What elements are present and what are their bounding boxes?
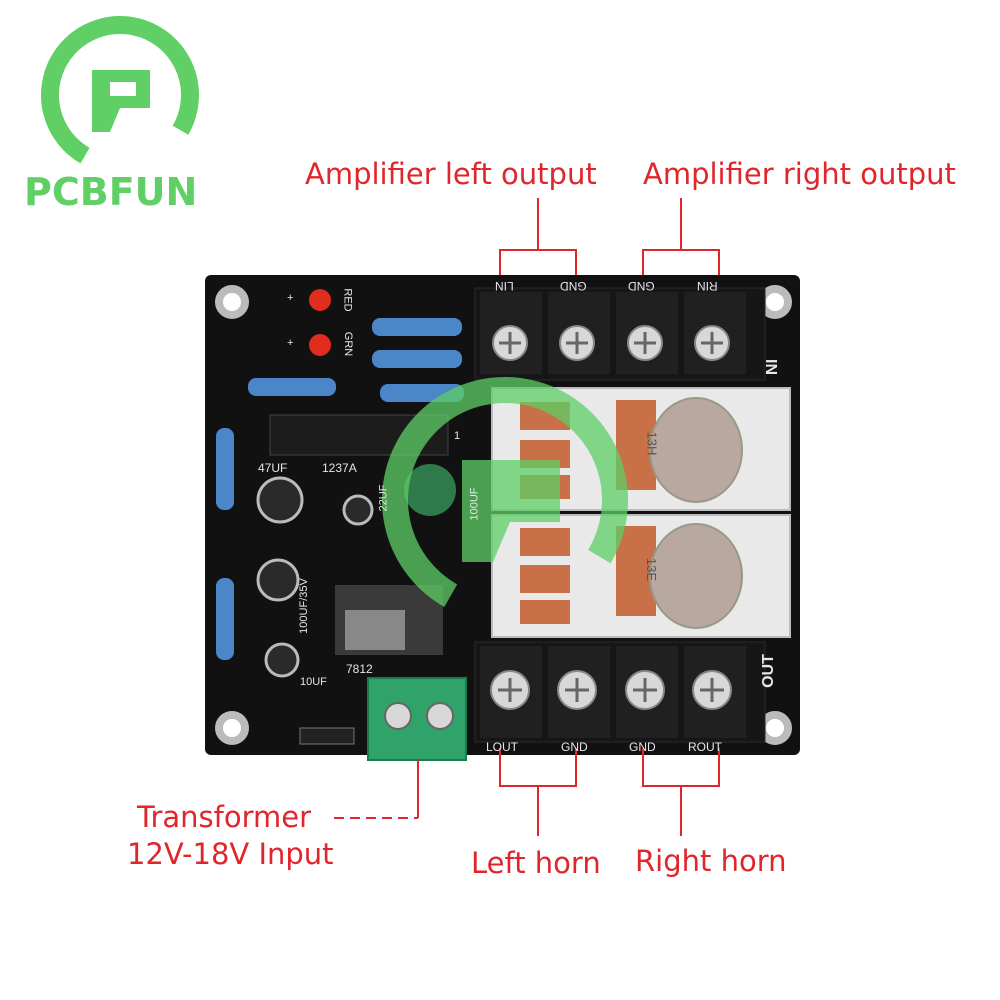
right-horn-label: Right horn xyxy=(635,844,787,878)
led-plus-1: + xyxy=(287,292,294,304)
amplifier-right-output-label: Amplifier right output xyxy=(643,157,956,191)
side-label-out: OUT xyxy=(759,654,777,688)
terminal-label-lout: LOUT xyxy=(486,740,519,754)
led-plus-2: + xyxy=(287,337,294,349)
watermark-logo xyxy=(382,377,629,623)
terminal-label-gnd-1: GND xyxy=(560,279,587,293)
chip-label: 1237A xyxy=(322,461,357,475)
transformer-input-label: 12V-18V Input xyxy=(127,837,334,871)
left-horn-label: Left horn xyxy=(471,846,601,880)
chip-pin-label: 1 xyxy=(454,430,461,442)
cap-label-100uf: 100UF xyxy=(468,487,481,521)
amplifier-left-output-label: Amplifier left output xyxy=(305,157,597,191)
cap-label-100uf-35v: 100UF/35V xyxy=(297,578,310,634)
relay-label-1: 13H xyxy=(644,431,660,456)
brand-name: PCBFUN xyxy=(24,170,198,214)
terminal-label-out-gnd-1: GND xyxy=(561,740,588,754)
transformer-label: Transformer xyxy=(137,800,312,834)
terminal-label-lin: LIN xyxy=(495,279,514,293)
cap-label-47uf: 47UF xyxy=(258,461,288,475)
p-logo-icon xyxy=(41,16,199,174)
regulator-label: 7812 xyxy=(346,662,373,676)
cap-label-22uf: 22UF xyxy=(377,484,390,512)
cap-label-10uf: 10UF xyxy=(300,676,327,688)
relay-label-2: 13E xyxy=(644,557,660,582)
terminal-label-gnd-2: GND xyxy=(628,279,655,293)
terminal-label-rin: RIN xyxy=(697,279,718,293)
led-label-red: RED xyxy=(341,288,354,312)
side-label-in: IN xyxy=(762,359,779,375)
led-label-grn: GRN xyxy=(342,331,355,357)
callout-lines-bottom xyxy=(334,748,720,836)
callout-lines-top xyxy=(499,198,720,292)
terminal-label-out-gnd-2: GND xyxy=(629,740,656,754)
terminal-label-rout: ROUT xyxy=(688,740,722,754)
